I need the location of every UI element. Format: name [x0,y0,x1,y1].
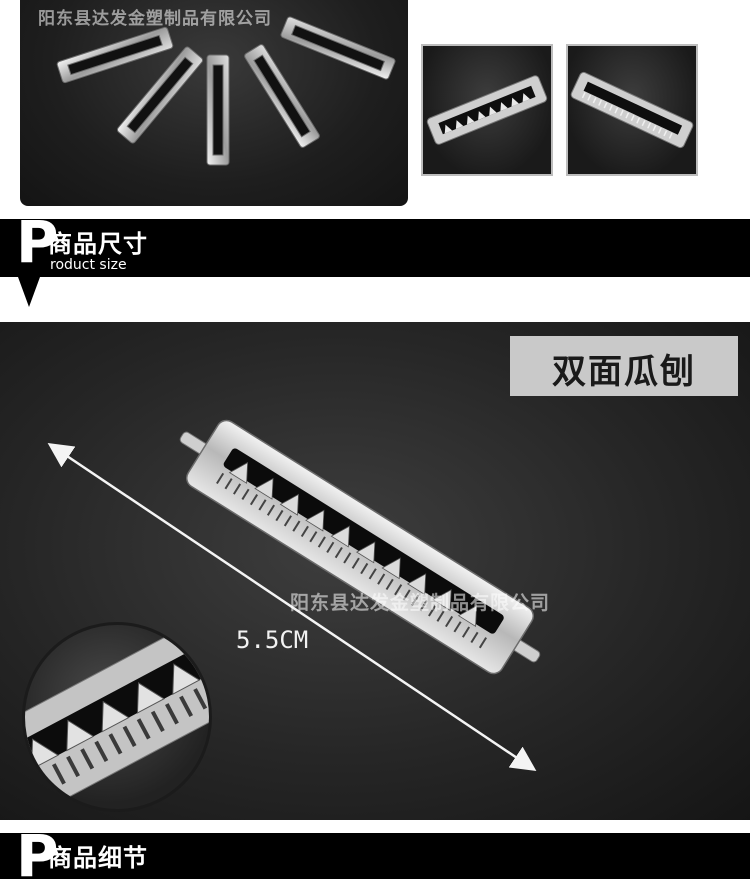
blade-front-image [426,75,548,145]
measurement-arrow [47,443,537,771]
section-header-product-size: P 商品尺寸 roduct size [0,213,750,277]
section-initial-letter: P [16,822,59,879]
peeler-blade-illustration [47,419,541,771]
peeler-blades-fan-image [56,16,396,166]
section-header-product-details: P 商品细节 [0,827,750,879]
blade-back-image [570,71,694,149]
product-name-label: 双面瓜刨 [510,336,738,396]
blade-thumbnail-front[interactable] [421,44,553,176]
product-photo-group: 阳东县达发金塑制品有限公司 [20,0,408,206]
measurement-label: 5.5CM [236,626,309,654]
peeler-blade [179,419,541,675]
section-initial-letter: P [16,208,59,276]
watermark-text: 阳东县达发金塑制品有限公司 [290,592,551,614]
section-subtitle: roduct size [50,257,127,273]
section-pointer-arrow [18,277,40,307]
watermark-text: 阳东县达发金塑制品有限公司 [38,9,272,29]
main-product-image: 双面瓜刨 阳东县达发金塑制品有限公司 5.5CM [0,322,750,820]
section-title: 商品尺寸 [48,230,148,258]
blade-thumbnail-back[interactable] [566,44,698,176]
blade-closeup-image [25,625,209,809]
product-name-text: 双面瓜刨 [552,352,696,392]
section-title: 商品细节 [48,844,148,872]
detail-zoom-circle [22,622,212,812]
